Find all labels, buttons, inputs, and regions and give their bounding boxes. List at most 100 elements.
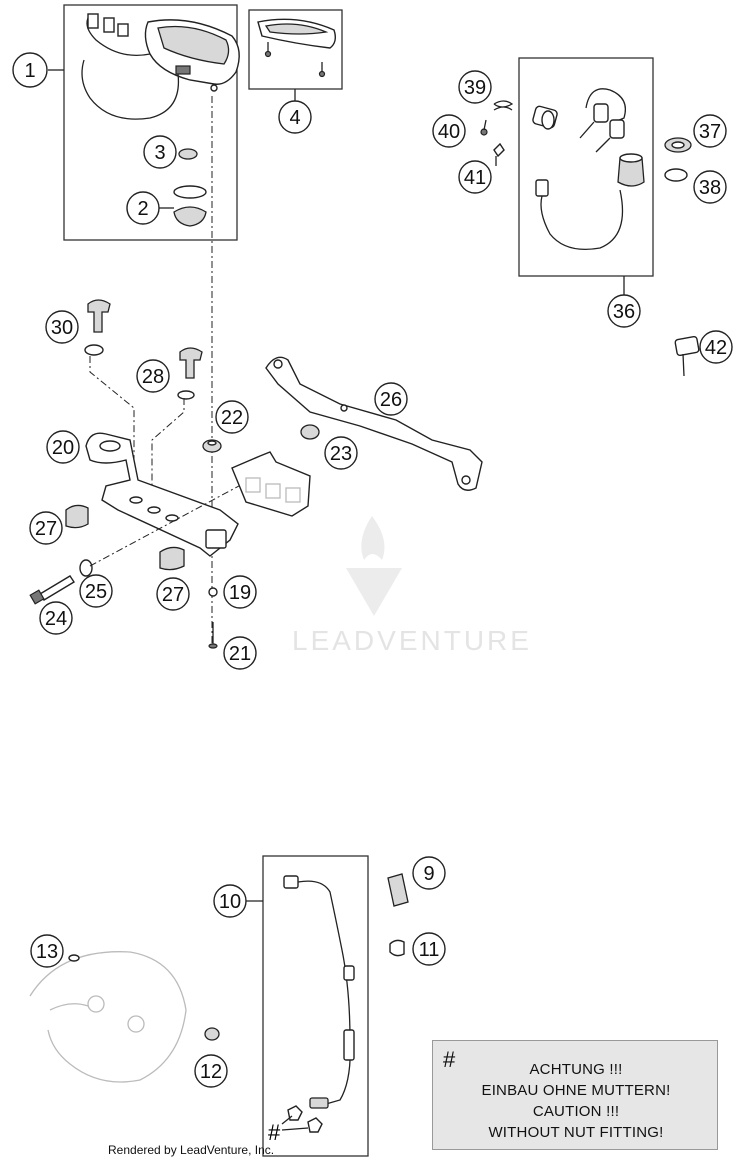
sensor-cable-group-box xyxy=(262,855,369,1157)
svg-text:38: 38 xyxy=(699,177,721,199)
svg-text:3: 3 xyxy=(154,142,165,164)
svg-text:19: 19 xyxy=(229,582,251,604)
bulb-socket-part-2[interactable] xyxy=(173,185,207,227)
callout[interactable]: 40 xyxy=(432,114,466,148)
callout[interactable]: 21 xyxy=(223,636,257,670)
screw-part-28[interactable] xyxy=(177,347,203,400)
callout[interactable]: 41 xyxy=(458,160,492,194)
hash-leader xyxy=(281,1127,309,1131)
callout-group: 1 2 3 4 9 10 11 12 13 19 20 21 22 23 24 … xyxy=(12,52,733,1088)
callout[interactable]: 37 xyxy=(693,114,727,148)
lamp-part-3[interactable] xyxy=(178,148,198,160)
bolt-axis-line xyxy=(89,479,251,567)
hash-marker: # xyxy=(268,1120,281,1145)
note-line: WITHOUT NUT FITTING! xyxy=(488,1124,664,1141)
svg-text:2: 2 xyxy=(137,198,148,220)
holder-part-9[interactable] xyxy=(387,873,409,907)
callout[interactable]: 28 xyxy=(136,359,170,393)
svg-text:40: 40 xyxy=(438,121,460,143)
callout[interactable]: 27 xyxy=(156,577,190,611)
callout[interactable]: 38 xyxy=(693,170,727,204)
callout[interactable]: 26 xyxy=(374,382,408,416)
svg-text:37: 37 xyxy=(699,121,721,143)
svg-text:21: 21 xyxy=(229,643,251,665)
ring-part-13[interactable] xyxy=(68,954,80,962)
speedometer-group-box xyxy=(63,4,238,241)
screw-part-21[interactable] xyxy=(208,622,218,649)
bolt-part-24[interactable] xyxy=(29,575,75,605)
svg-text:12: 12 xyxy=(200,1061,222,1083)
speedometer-cover-part-4[interactable] xyxy=(257,18,337,78)
pin-part-41[interactable] xyxy=(493,142,505,158)
callout[interactable]: 12 xyxy=(194,1054,228,1088)
svg-text:13: 13 xyxy=(36,941,58,963)
spacer-part-25[interactable] xyxy=(79,559,93,577)
svg-text:4: 4 xyxy=(289,107,300,129)
svg-text:41: 41 xyxy=(464,167,486,189)
spring-part-39[interactable] xyxy=(493,100,514,111)
callout[interactable]: 39 xyxy=(458,70,492,104)
washer-part-37[interactable] xyxy=(664,137,692,153)
callout[interactable]: 13 xyxy=(30,934,64,968)
callout[interactable]: 10 xyxy=(213,884,247,918)
ignition-lock-part[interactable] xyxy=(532,88,645,251)
callout[interactable]: 2 xyxy=(126,191,160,225)
svg-text:11: 11 xyxy=(419,939,440,961)
watermark-logo xyxy=(346,516,402,616)
svg-text:28: 28 xyxy=(142,366,164,388)
ring-part-38[interactable] xyxy=(664,168,688,182)
rubber-part-22[interactable] xyxy=(202,439,222,453)
svg-text:30: 30 xyxy=(51,317,73,339)
callout[interactable]: 36 xyxy=(607,294,641,328)
callout[interactable]: 9 xyxy=(412,856,446,890)
speed-sensor-cable-part-10[interactable] xyxy=(283,875,355,1109)
callout[interactable]: 19 xyxy=(223,575,257,609)
washer-part-19[interactable] xyxy=(208,587,218,597)
svg-text:26: 26 xyxy=(380,389,402,411)
callout[interactable]: 22 xyxy=(215,400,249,434)
ignition-group-box xyxy=(518,57,654,277)
svg-text:27: 27 xyxy=(162,584,184,606)
spacer-part-12[interactable] xyxy=(204,1027,220,1041)
svg-text:39: 39 xyxy=(464,77,486,99)
callout[interactable]: 3 xyxy=(143,135,177,169)
support-bar-part-26[interactable] xyxy=(265,356,483,491)
svg-text:20: 20 xyxy=(52,437,74,459)
svg-text:10: 10 xyxy=(219,891,241,913)
svg-text:25: 25 xyxy=(85,581,107,603)
callout[interactable]: 24 xyxy=(39,601,73,635)
callout[interactable]: 23 xyxy=(324,436,358,470)
svg-text:24: 24 xyxy=(45,608,67,630)
callout[interactable]: 30 xyxy=(45,310,79,344)
handlebar-bracket-part-20[interactable] xyxy=(85,432,239,557)
note-symbol: # xyxy=(443,1047,456,1072)
note-line: EINBAU OHNE MUTTERN! xyxy=(481,1082,671,1099)
svg-text:9: 9 xyxy=(423,863,434,885)
key-part-42[interactable] xyxy=(674,335,700,377)
callout[interactable]: 25 xyxy=(79,574,113,608)
warning-note-box: # ACHTUNG !!! EINBAU OHNE MUTTERN! CAUTI… xyxy=(432,1040,718,1150)
watermark-text: LEADVENTURE xyxy=(292,625,532,656)
callout[interactable]: 11 xyxy=(412,932,446,966)
note-line: CAUTION !!! xyxy=(532,1103,620,1120)
svg-text:36: 36 xyxy=(613,301,635,323)
note-line: ACHTUNG !!! xyxy=(529,1061,623,1078)
svg-text:22: 22 xyxy=(221,407,243,429)
clip-part-11[interactable] xyxy=(389,939,405,957)
rubber-buffer-part-27b[interactable] xyxy=(159,546,185,571)
speedometer-part[interactable] xyxy=(81,13,240,120)
screw-28-axis-line xyxy=(151,398,185,496)
svg-text:23: 23 xyxy=(330,443,352,465)
callout[interactable]: 20 xyxy=(46,430,80,464)
screw-part-30[interactable] xyxy=(84,299,111,356)
callout[interactable]: 42 xyxy=(699,330,733,364)
hash-leader xyxy=(281,1115,293,1125)
mounting-plate-part[interactable] xyxy=(231,451,311,517)
rubber-part-23[interactable] xyxy=(300,424,320,440)
render-credit: Rendered by LeadVenture, Inc. xyxy=(108,1143,275,1157)
callout[interactable]: 4 xyxy=(278,100,312,134)
callout[interactable]: 27 xyxy=(29,511,63,545)
callout[interactable]: 1 xyxy=(12,52,48,88)
screw-30-axis-line xyxy=(89,356,135,500)
rubber-buffer-part-27a[interactable] xyxy=(65,504,89,529)
